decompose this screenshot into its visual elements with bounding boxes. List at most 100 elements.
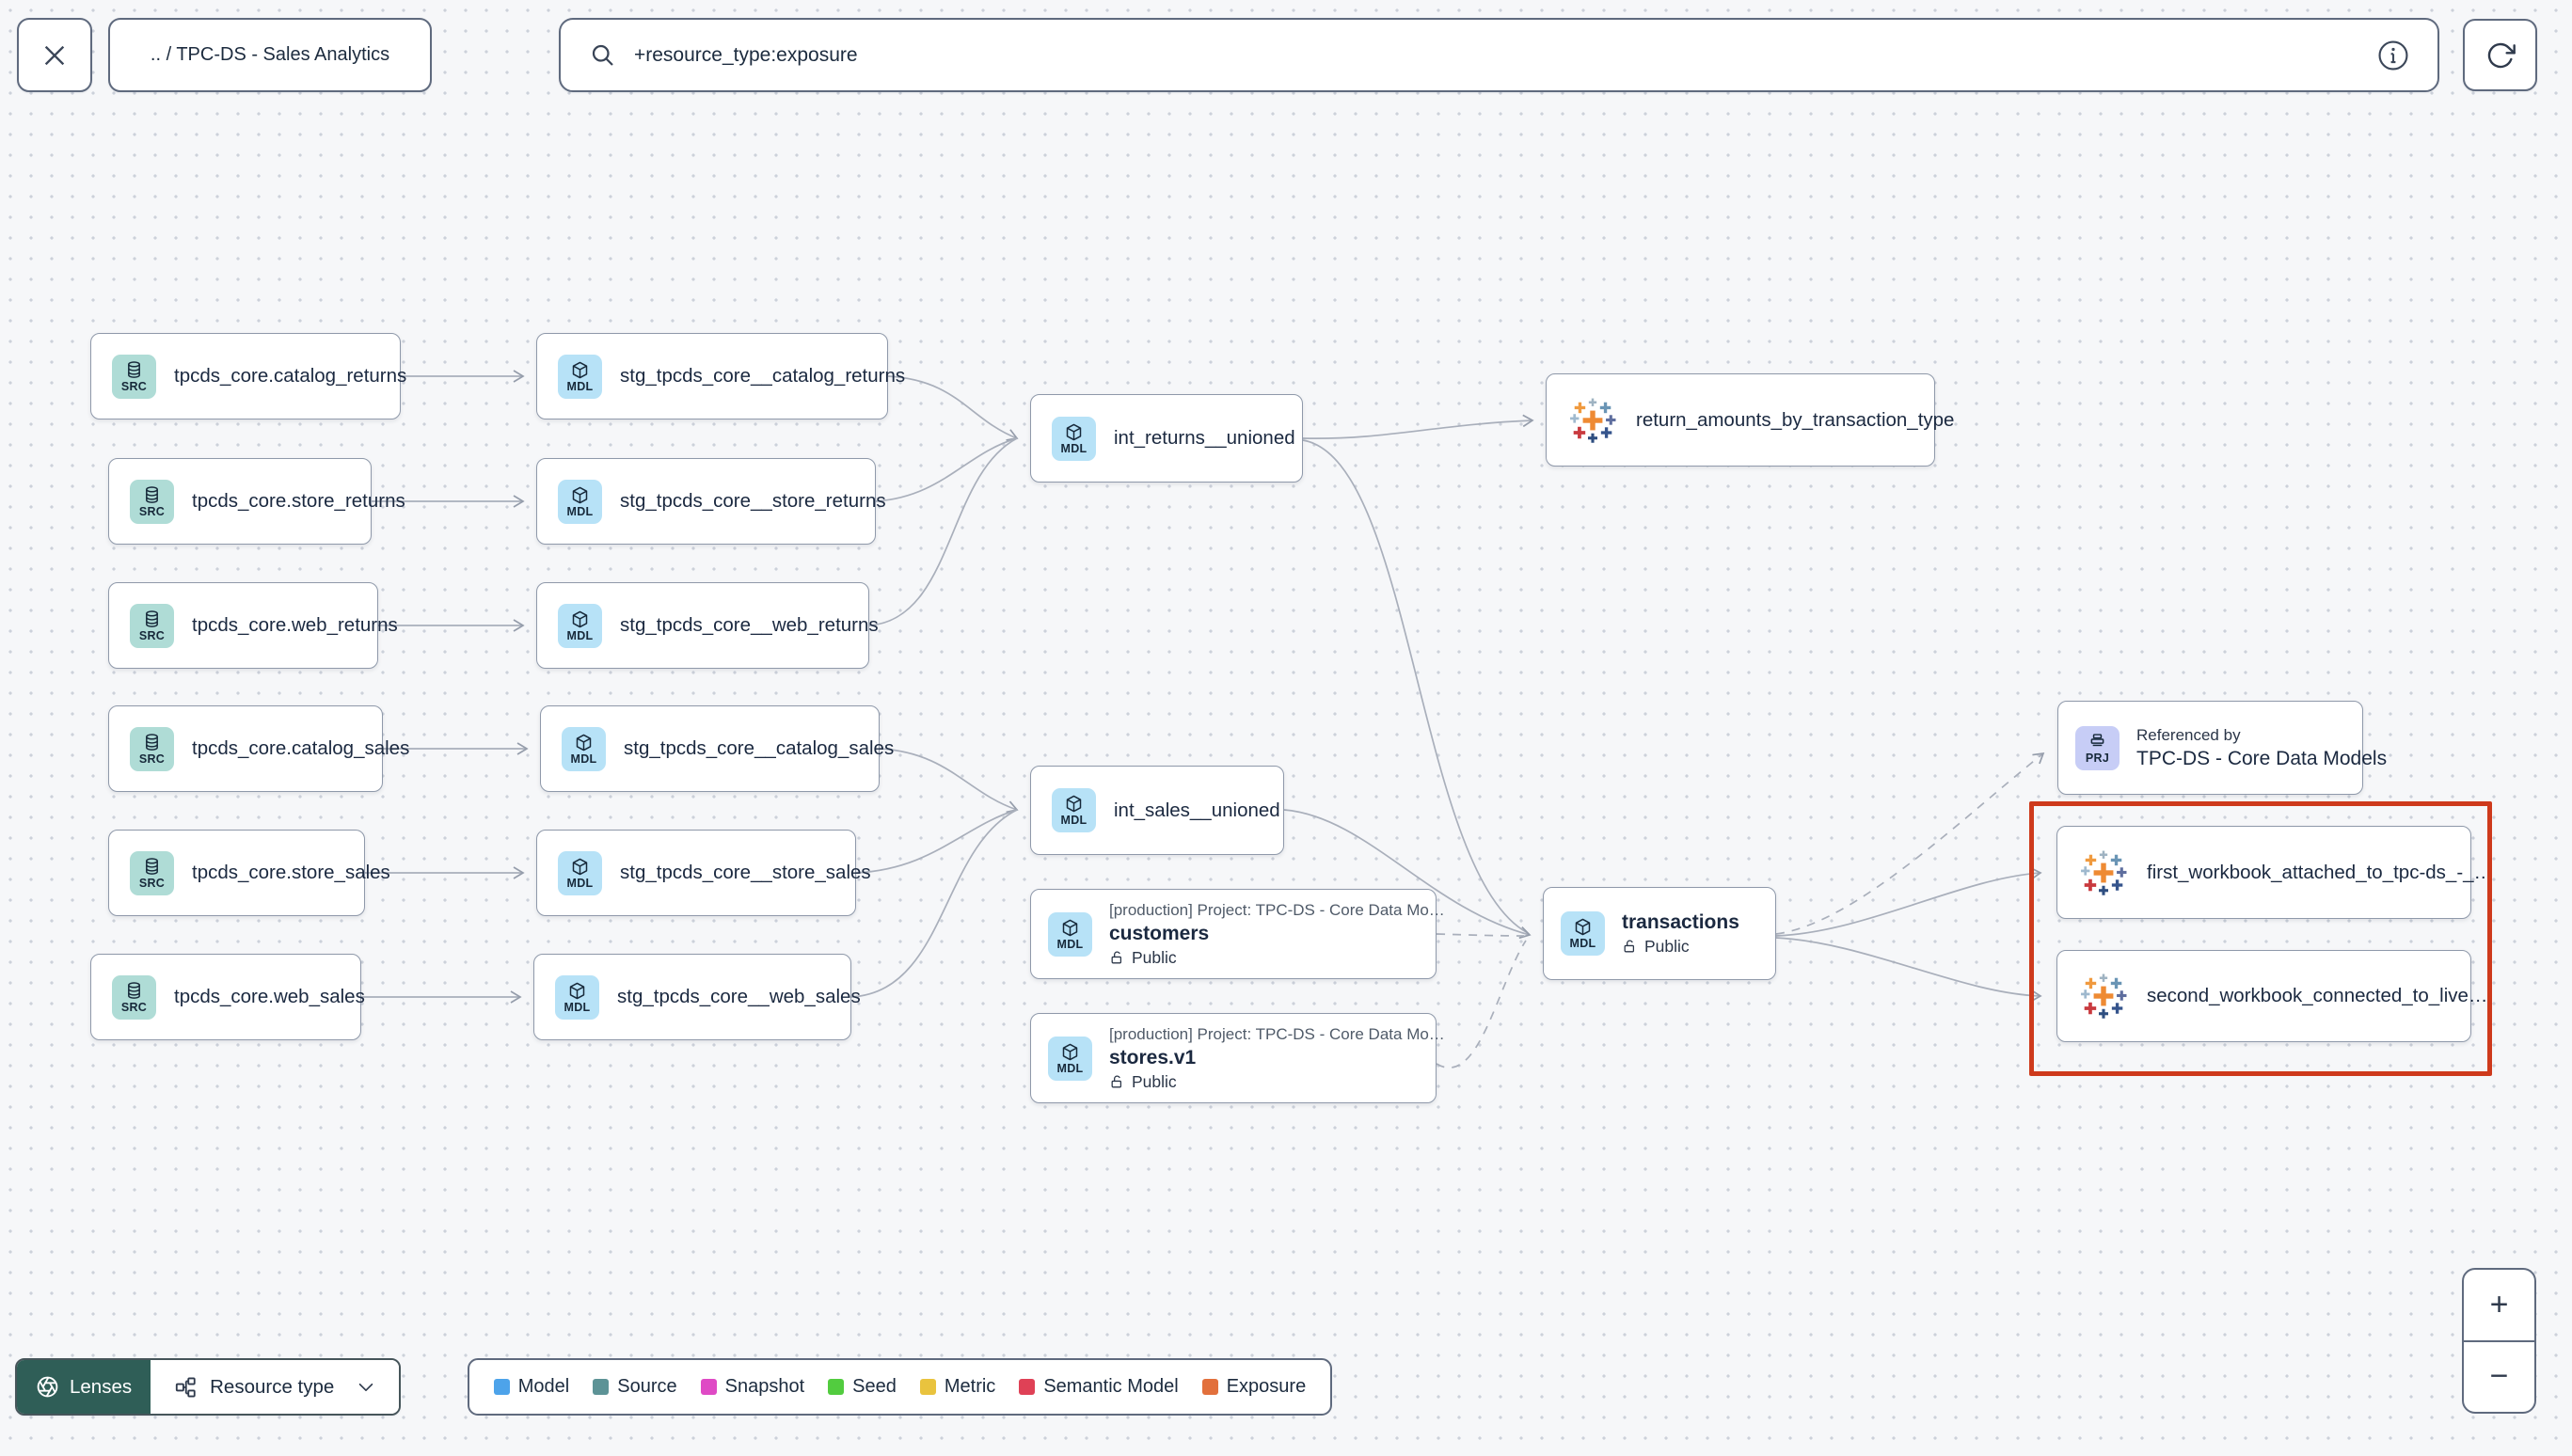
node-model-transactions[interactable]: MDL transactions Public: [1543, 887, 1776, 980]
node-title: stg_tpcds_core__catalog_sales: [624, 737, 895, 759]
node-title: transactions: [1622, 910, 1739, 933]
node-model-stg-store-returns[interactable]: MDL stg_tpcds_core__store_returns: [536, 458, 886, 545]
node-title: tpcds_core.store_sales: [192, 862, 390, 883]
source-badge: SRC: [130, 479, 174, 524]
close-icon: [44, 45, 65, 65]
node-model-stg-store-sales[interactable]: MDL stg_tpcds_core__store_sales: [536, 830, 871, 916]
node-model-stg-catalog-sales[interactable]: MDL stg_tpcds_core__catalog_sales: [540, 705, 894, 792]
cube-icon: [1573, 917, 1593, 937]
node-source-catalog-returns[interactable]: SRC tpcds_core.catalog_returns: [90, 333, 406, 419]
node-model-stg-catalog-returns[interactable]: MDL stg_tpcds_core__catalog_returns: [536, 333, 905, 419]
unlock-icon: [1622, 939, 1638, 955]
node-title: int_sales__unioned: [1114, 799, 1280, 821]
node-title: tpcds_core.catalog_sales: [192, 737, 410, 759]
cube-icon: [1060, 918, 1080, 938]
database-icon: [124, 360, 144, 380]
zoom-in-button[interactable]: +: [2464, 1270, 2534, 1342]
node-source-web-returns[interactable]: SRC tpcds_core.web_returns: [108, 582, 398, 669]
legend-item: Semantic Model: [1019, 1376, 1179, 1398]
model-badge: MDL: [558, 603, 602, 648]
model-badge: MDL: [558, 850, 602, 895]
search-bar[interactable]: [559, 18, 2439, 92]
node-title: tpcds_core.web_returns: [192, 614, 398, 636]
close-button[interactable]: [17, 18, 92, 92]
search-icon: [592, 44, 613, 66]
cube-icon: [570, 485, 590, 505]
cube-icon: [570, 857, 590, 877]
node-source-catalog-sales[interactable]: SRC tpcds_core.catalog_sales: [108, 705, 409, 792]
node-model-stg-web-returns[interactable]: MDL stg_tpcds_core__web_returns: [536, 582, 879, 669]
node-title: first_workbook_attached_to_tpc-ds_-_…: [2147, 861, 2494, 883]
project-stack-icon: [2088, 732, 2107, 752]
legend-item: Model: [493, 1376, 570, 1398]
refresh-button[interactable]: [2463, 19, 2537, 91]
database-icon: [124, 981, 144, 1001]
model-badge: MDL: [1052, 416, 1096, 461]
node-model-int-returns-unioned[interactable]: MDL int_returns__unioned: [1030, 394, 1303, 483]
model-badge: MDL: [1561, 911, 1605, 956]
node-title: customers: [1109, 922, 1210, 944]
source-badge: SRC: [112, 974, 156, 1020]
model-badge: MDL: [555, 974, 599, 1020]
model-badge: MDL: [1052, 788, 1096, 832]
legend-label: Model: [517, 1376, 570, 1397]
node-exposure-second-workbook[interactable]: second_workbook_connected_to_live…: [2056, 950, 2487, 1042]
tableau-icon: [2080, 849, 2127, 896]
node-source-store-sales[interactable]: SRC tpcds_core.store_sales: [108, 830, 390, 916]
breadcrumb-label: .. / TPC-DS - Sales Analytics: [150, 44, 390, 65]
node-model-int-sales-unioned[interactable]: MDL int_sales__unioned: [1030, 766, 1284, 855]
node-source-web-sales[interactable]: SRC tpcds_core.web_sales: [90, 954, 365, 1040]
legend-item: Exposure: [1201, 1376, 1306, 1398]
node-model-customers[interactable]: MDL [production] Project: TPC-DS - Core …: [1030, 889, 1445, 979]
model-badge: MDL: [558, 479, 602, 524]
node-title: stg_tpcds_core__web_returns: [620, 614, 879, 636]
node-project-referenced-by[interactable]: PRJ Referenced by TPC-DS - Core Data Mod…: [2057, 701, 2387, 795]
node-title: int_returns__unioned: [1114, 427, 1295, 449]
tableau-icon: [1569, 397, 1616, 444]
legend-swatch: [700, 1379, 717, 1395]
node-title: tpcds_core.store_returns: [192, 490, 405, 512]
node-title: tpcds_core.catalog_returns: [174, 365, 407, 387]
node-project-header: [production] Project: TPC-DS - Core Data…: [1109, 900, 1445, 919]
node-title: return_amounts_by_transaction_type: [1636, 408, 1955, 431]
node-exposure-return-amounts[interactable]: return_amounts_by_transaction_type: [1546, 373, 1954, 467]
node-exposure-first-workbook[interactable]: first_workbook_attached_to_tpc-ds_-_…: [2056, 826, 2493, 919]
node-title: second_workbook_connected_to_live…: [2147, 985, 2488, 1006]
node-title: TPC-DS - Core Data Models: [2136, 747, 2388, 769]
lenses-control: Lenses Resource type: [15, 1358, 402, 1416]
legend-item: Snapshot: [700, 1376, 804, 1398]
legend-swatch: [1019, 1379, 1036, 1395]
source-badge: SRC: [130, 726, 174, 771]
unlock-icon: [1109, 950, 1125, 966]
node-source-store-returns[interactable]: SRC tpcds_core.store_returns: [108, 458, 405, 545]
source-badge: SRC: [112, 354, 156, 399]
legend-swatch: [1201, 1379, 1218, 1395]
node-model-stg-web-sales[interactable]: MDL stg_tpcds_core__web_sales: [533, 954, 861, 1040]
cube-icon: [1064, 422, 1084, 442]
unlock-icon: [1109, 1074, 1125, 1090]
resource-type-dropdown[interactable]: Resource type: [151, 1360, 400, 1414]
search-input[interactable]: [632, 42, 2362, 68]
legend-item: Source: [593, 1376, 677, 1398]
info-icon[interactable]: [2377, 40, 2409, 71]
tableau-icon: [2080, 973, 2127, 1020]
cube-icon: [574, 733, 594, 752]
source-badge: SRC: [130, 850, 174, 895]
database-icon: [142, 733, 162, 752]
breadcrumb[interactable]: .. / TPC-DS - Sales Analytics: [108, 18, 432, 92]
zoom-out-button[interactable]: −: [2489, 1358, 2509, 1395]
lenses-button[interactable]: Lenses: [17, 1360, 151, 1414]
aperture-icon: [36, 1375, 59, 1399]
legend-swatch: [919, 1379, 936, 1395]
node-title: stg_tpcds_core__store_returns: [620, 490, 886, 512]
legend-swatch: [828, 1379, 845, 1395]
database-icon: [142, 609, 162, 629]
node-model-stores-v1[interactable]: MDL [production] Project: TPC-DS - Core …: [1030, 1013, 1445, 1103]
cube-icon: [570, 609, 590, 629]
node-title: stg_tpcds_core__store_sales: [620, 862, 871, 883]
legend-label: Semantic Model: [1043, 1376, 1179, 1397]
resource-type-label: Resource type: [210, 1375, 335, 1398]
legend-label: Metric: [944, 1376, 996, 1397]
